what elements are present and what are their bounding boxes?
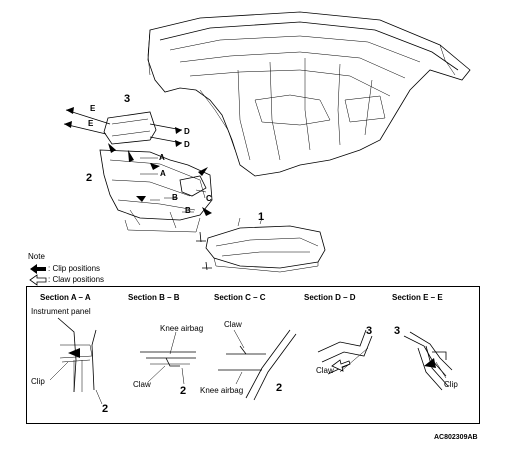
clip-legend-arrow-icon xyxy=(30,264,46,274)
section-a-part-number: 2 xyxy=(102,403,109,415)
section-c-part-number: 2 xyxy=(276,382,283,394)
section-e-title: Section E – E xyxy=(392,293,443,302)
part-3-bracket-drawing xyxy=(63,107,183,147)
part-number-2: 2 xyxy=(86,172,93,184)
section-e-drawing xyxy=(403,331,453,391)
section-a-title: Section A – A xyxy=(40,293,91,302)
part-number-1: 1 xyxy=(258,211,265,223)
section-d-part-number: 3 xyxy=(366,325,373,337)
section-b-drawing xyxy=(140,331,196,385)
label-claw-c: Claw xyxy=(224,320,242,329)
label-knee-airbag-c: Knee airbag xyxy=(200,386,244,395)
legend-claw-label: : Claw positions xyxy=(48,275,105,284)
section-views-frame xyxy=(26,286,480,424)
section-a-drawing xyxy=(49,317,103,405)
section-d-drawing xyxy=(317,329,373,375)
label-claw-b: Claw xyxy=(133,380,151,389)
label-claw-d: Claw xyxy=(316,366,334,375)
figure-code: AC802309AB xyxy=(434,434,478,441)
part-1-panel-drawing xyxy=(202,217,326,273)
callout-b-left: B xyxy=(172,193,178,202)
section-c-title: Section C – C xyxy=(214,293,266,302)
part-2-cover-drawing xyxy=(99,143,213,243)
callout-e-lower: E xyxy=(88,119,94,128)
dashboard-assembly-drawing xyxy=(147,11,471,177)
callout-b-right: B xyxy=(185,206,191,215)
legend-title: Note xyxy=(28,252,45,261)
label-knee-airbag-b: Knee airbag xyxy=(160,324,204,333)
callout-d-lower: D xyxy=(184,140,190,149)
callout-d-upper: D xyxy=(184,127,190,136)
part-number-3: 3 xyxy=(124,93,131,105)
callout-e-upper: E xyxy=(90,104,96,113)
label-clip-a: Clip xyxy=(31,377,45,386)
callout-c: C xyxy=(206,194,212,203)
label-clip-e: Clip xyxy=(444,380,458,389)
section-c-drawing xyxy=(218,329,297,401)
claw-legend-arrow-icon xyxy=(29,274,47,286)
label-instrument-panel: Instrument panel xyxy=(31,307,91,316)
section-e-part-number: 3 xyxy=(394,325,401,337)
section-b-title: Section B – B xyxy=(128,293,180,302)
section-d-title: Section D – D xyxy=(304,293,356,302)
legend-clip-label: : Clip positions xyxy=(48,264,101,273)
callout-a-lower: A xyxy=(160,169,166,178)
callout-a-upper: A xyxy=(159,153,165,162)
section-b-part-number: 2 xyxy=(180,385,187,397)
